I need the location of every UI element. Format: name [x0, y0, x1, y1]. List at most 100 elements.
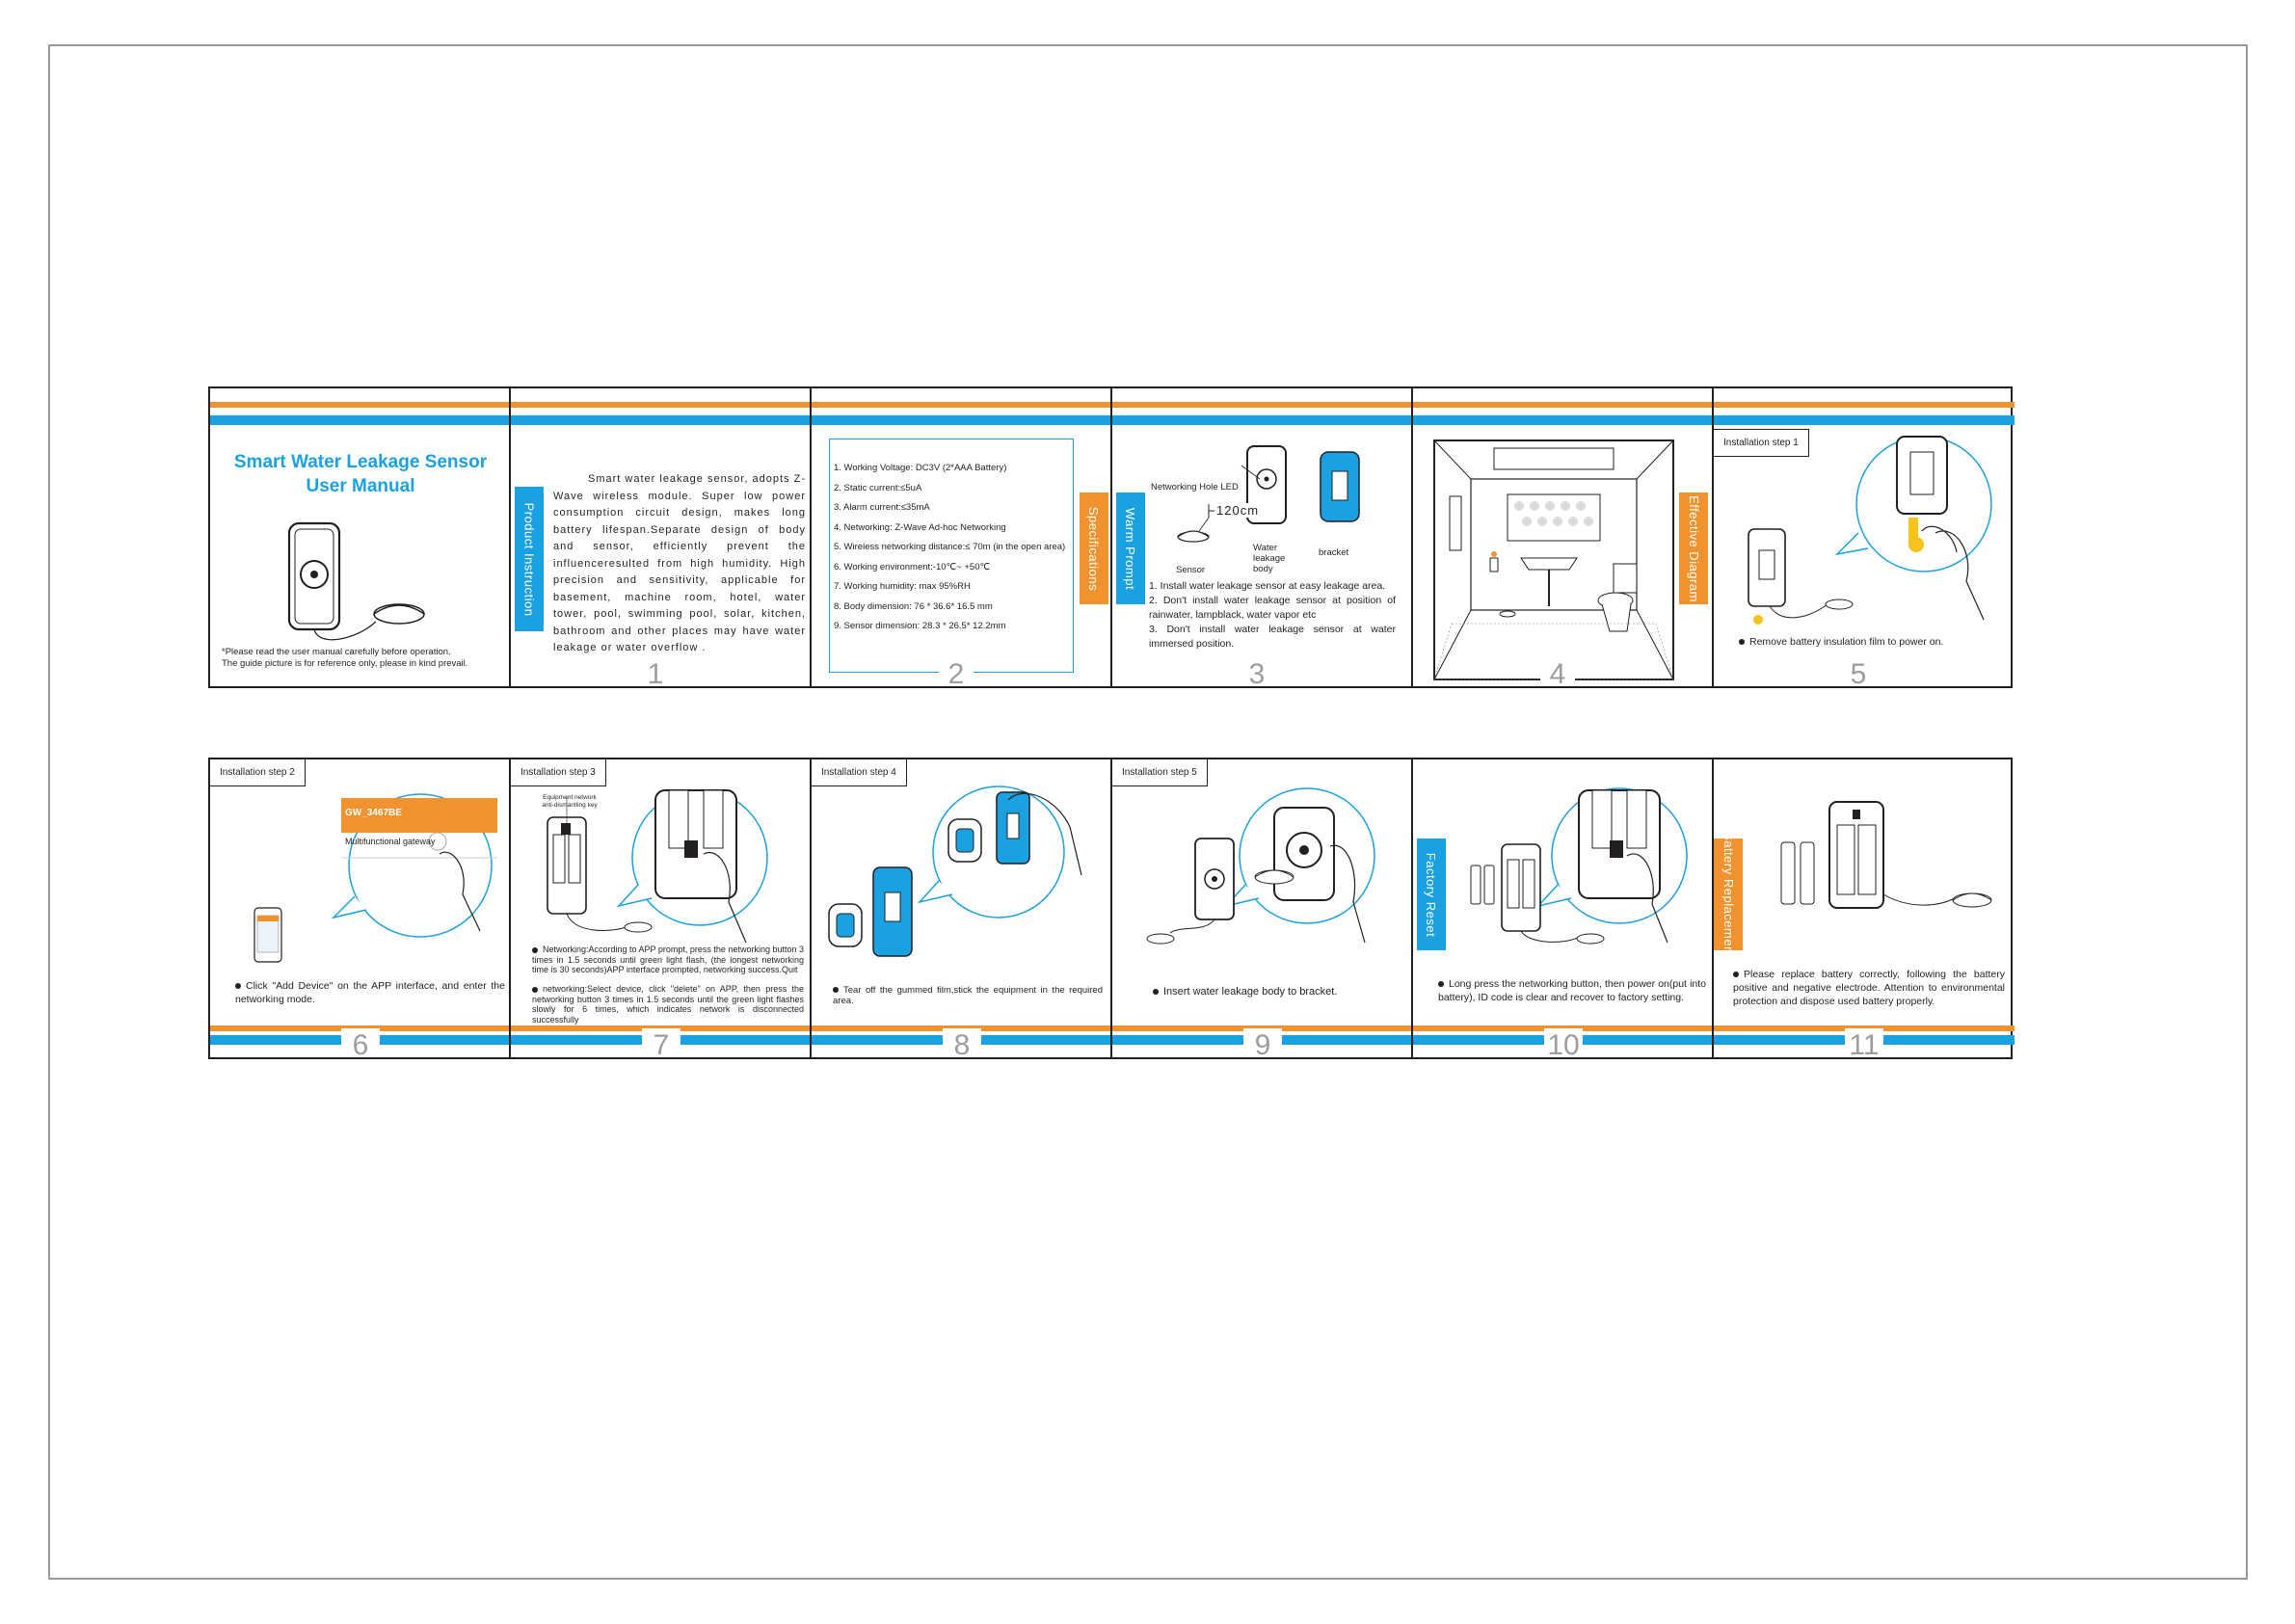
caption-text: Please replace battery correctly, follow…	[1733, 969, 2005, 1007]
battery-replacement-illustration	[1780, 801, 1992, 909]
specifications-panel: 1. Working Voltage: DC3V (2*AAA Battery)…	[812, 388, 1112, 686]
tab-label: Specifications	[1086, 506, 1102, 591]
key-label: Equipment network anti-dismantling key	[542, 794, 598, 809]
spec-item: 2. Static current:≤5uA	[834, 482, 922, 493]
factory-reset-caption: Long press the networking button, then p…	[1438, 977, 1706, 1004]
step4-caption: Tear off the gummed film,stick the equip…	[833, 985, 1103, 1006]
orange-stripe	[511, 402, 810, 408]
caption-text: Remove battery insulation film to power …	[1749, 636, 1944, 648]
prompt-item: 2. Don't install water leakage sensor at…	[1149, 595, 1396, 621]
warm-prompt-list: 1. Install water leakage sensor at easy …	[1149, 579, 1396, 652]
orange-stripe	[1112, 402, 1411, 408]
caption-text: networking:Select device, click "delete"…	[532, 984, 804, 1025]
spec-item: 8. Body dimension: 76 * 36.6* 16.5 mm	[834, 600, 993, 612]
spec-item: 5. Wireless networking distance:≤ 70m (i…	[834, 542, 1066, 552]
blue-stripe	[1714, 415, 2015, 425]
tab-specifications: Specifications	[1080, 493, 1108, 604]
page-number: 9	[1243, 1028, 1282, 1057]
step5-caption: Insert water leakage body to bracket.	[1153, 985, 1403, 998]
step3-caption-quit: networking:Select device, click "delete"…	[532, 984, 804, 1025]
step3-caption-networking: Networking:According to APP prompt, pres…	[532, 945, 804, 975]
page-border	[48, 44, 2248, 1580]
bullet-icon	[1739, 639, 1745, 646]
caption-text: Click "Add Device" on the APP interface,…	[235, 980, 505, 1005]
bullet-icon	[532, 986, 538, 993]
orange-stripe	[210, 402, 509, 408]
page-number: 11	[1845, 1028, 1883, 1057]
title-line-2: User Manual	[306, 476, 415, 496]
tab-product-instruction: Product Instruction	[515, 487, 544, 631]
caption-text: Networking:According to APP prompt, pres…	[532, 945, 804, 974]
page-number: 8	[943, 1028, 981, 1057]
orange-stripe	[1714, 402, 2015, 408]
orange-stripe	[812, 402, 1110, 408]
page-number: 6	[341, 1028, 380, 1057]
spec-item: 6. Working environment:-10℃~ +50℃	[834, 561, 991, 572]
bathroom-scene-illustration	[1433, 439, 1674, 680]
spec-list: 1. Working Voltage: DC3V (2*AAA Battery)…	[829, 439, 1074, 673]
tab-label: Product Instruction	[521, 502, 537, 616]
blue-stripe	[812, 415, 1110, 425]
title-line-1: Smart Water Leakage Sensor	[233, 452, 488, 472]
caption-text: Long press the networking button, then p…	[1438, 978, 1706, 1003]
step-label: Installation step 1	[1714, 429, 1809, 457]
product-instruction-panel: Product Instruction Smart water leakage …	[511, 388, 812, 686]
bullet-icon	[1438, 981, 1444, 988]
note-line-2: The guide picture is for reference only,…	[222, 658, 468, 669]
phone-app-illustration	[254, 793, 497, 963]
caption-text: Insert water leakage body to bracket.	[1163, 986, 1338, 998]
installation-step-1-panel: Installation step 1 Remove battery insul…	[1714, 388, 2015, 686]
blue-stripe	[1112, 415, 1411, 425]
bullet-icon	[1733, 972, 1739, 978]
battery-caption: Please replace battery correctly, follow…	[1733, 968, 2005, 1008]
body-label: Water leakage body	[1253, 543, 1286, 574]
orange-stripe	[1413, 402, 1712, 408]
tab-battery-replacement: Battery Replacement	[1714, 832, 1743, 957]
sticker-illustration	[828, 785, 1082, 957]
page-number: 10	[1544, 1028, 1583, 1057]
sensor-device-illustration	[287, 521, 425, 641]
product-description: Smart water leakage sensor, adopts Z-Wav…	[553, 473, 806, 653]
installation-step-2-panel: Installation step 2 GW_3467BE Multifunct…	[210, 759, 511, 1057]
tab-effective-diagram: Effective Diagram	[1679, 493, 1708, 604]
step2-caption: Click "Add Device" on the APP interface,…	[235, 979, 505, 1006]
sensor-label: Sensor	[1176, 565, 1206, 575]
step1-caption: Remove battery insulation film to power …	[1739, 635, 1999, 649]
spec-item: 3. Alarm current:≤35mA	[834, 502, 930, 513]
page-number: 5	[1841, 657, 1876, 686]
blue-stripe	[511, 415, 810, 425]
bullet-icon	[833, 987, 839, 994]
effective-diagram-panel: Effective Diagram 4	[1413, 388, 1714, 686]
tab-factory-reset: Factory Reset	[1417, 839, 1446, 950]
bracket-label: bracket	[1319, 547, 1349, 558]
battery-replacement-panel: Battery Replacement Please replace batte…	[1714, 759, 2015, 1057]
installation-step-4-panel: Installation step 4 Tear off the gummed …	[812, 759, 1112, 1057]
networking-button-illustration	[547, 789, 768, 944]
page-number: 4	[1540, 657, 1575, 686]
page-number: 3	[1240, 657, 1274, 686]
note-line-1: *Please read the user manual carefully b…	[222, 647, 451, 657]
bullet-icon	[235, 983, 241, 990]
manual-title: Smart Water Leakage Sensor User Manual	[220, 450, 501, 498]
insert-body-illustration	[1146, 787, 1375, 945]
step-label: Installation step 4	[812, 759, 907, 786]
warm-prompt-panel: Warm Prompt Networking Hole LED 120cm Se…	[1112, 388, 1413, 686]
caption-text: Tear off the gummed film,stick the equip…	[833, 985, 1103, 1006]
networking-hole-label: Networking Hole LED	[1151, 482, 1239, 493]
page-number: 2	[939, 657, 974, 686]
app-list-item[interactable]: Multifunctional gateway	[345, 837, 436, 846]
page-number: 1	[638, 657, 673, 686]
cover-panel: Smart Water Leakage Sensor User Manual *…	[210, 388, 511, 686]
spec-item: 1. Working Voltage: DC3V (2*AAA Battery)	[834, 463, 1007, 473]
installation-step-5-panel: Installation step 5 Insert water leakage…	[1112, 759, 1413, 1057]
step-label: Installation step 3	[511, 759, 606, 786]
blue-stripe	[210, 415, 509, 425]
device-parts-diagram	[1177, 445, 1360, 543]
tab-warm-prompt: Warm Prompt	[1116, 493, 1145, 604]
blue-stripe	[1413, 415, 1712, 425]
prompt-item: 1. Install water leakage sensor at easy …	[1149, 580, 1386, 592]
bullet-icon	[1153, 989, 1159, 996]
step-label: Installation step 2	[210, 759, 306, 786]
remove-film-illustration	[1748, 436, 1992, 625]
spec-item: 7. Working humidity: max 95%RH	[834, 581, 971, 592]
